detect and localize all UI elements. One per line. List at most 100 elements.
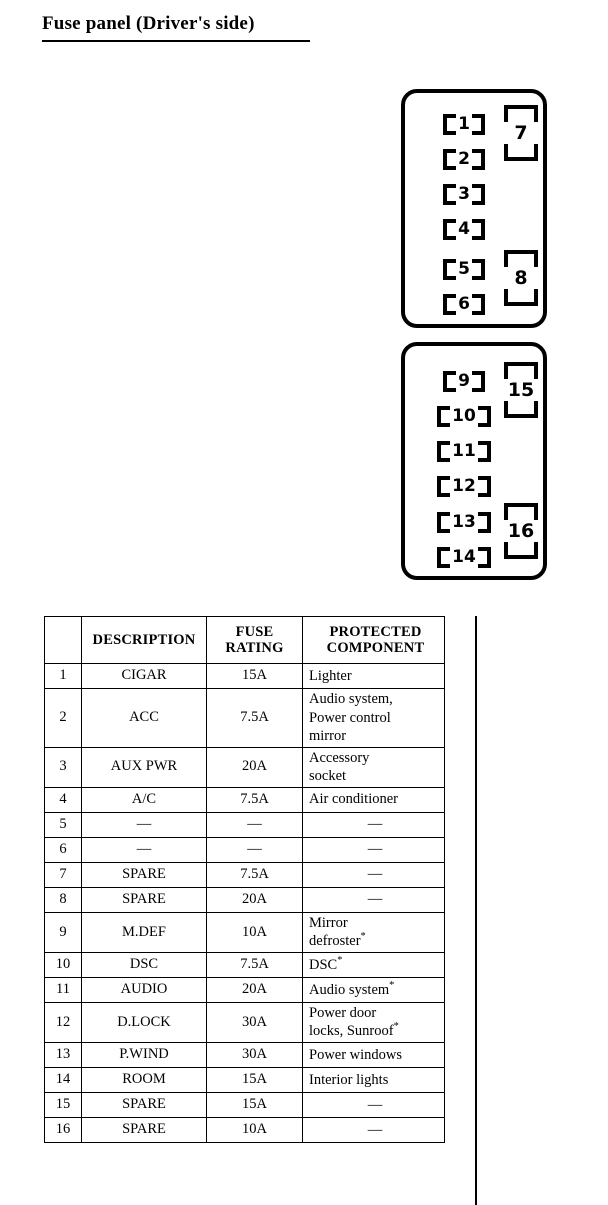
- cell-protected-component: Power windows: [302, 1041, 445, 1068]
- fuse-bracket-bottom-icon: [504, 144, 538, 161]
- cell-fuse-number: 16: [44, 1116, 82, 1143]
- fuse-number-5: 5: [458, 258, 470, 279]
- fuse-number-11: 11: [452, 440, 476, 461]
- fuse-number-16: 16: [507, 520, 535, 542]
- cell-fuse-number: 2: [44, 688, 82, 748]
- fuse-bracket-right-icon: [471, 218, 485, 240]
- cell-fuse-number: 7: [44, 861, 82, 888]
- fuse-bracket-left-icon: [443, 183, 457, 205]
- cell-fuse-rating: 10A: [206, 911, 303, 953]
- cell-fuse-rating: —: [206, 836, 303, 863]
- fuse-bracket-right-icon: [477, 405, 491, 427]
- cell-description: ROOM: [81, 1066, 207, 1093]
- fuse-bracket-right-icon: [471, 148, 485, 170]
- fuse-slot-16[interactable]: 16: [501, 503, 541, 559]
- fuse-slot-1[interactable]: 1: [436, 111, 492, 137]
- fuse-bracket-left-icon: [443, 148, 457, 170]
- page-column-rule: [475, 616, 477, 1205]
- cell-fuse-number: 3: [44, 746, 82, 788]
- cell-protected-component: —: [302, 886, 445, 913]
- header-description: DESCRIPTION: [81, 616, 207, 664]
- fuse-bracket-right-icon: [477, 511, 491, 533]
- cell-protected-component: Air conditioner: [302, 786, 445, 813]
- fuse-bracket-left-icon: [437, 475, 451, 497]
- fuse-number-14: 14: [452, 546, 476, 567]
- fuse-slot-2[interactable]: 2: [436, 146, 492, 172]
- fuse-slot-7[interactable]: 7: [501, 105, 541, 161]
- fuse-number-15: 15: [507, 379, 535, 401]
- cell-description: CIGAR: [81, 663, 207, 689]
- footnote-asterisk: *: [337, 954, 343, 966]
- table-row: 6———: [44, 836, 445, 863]
- footnote-asterisk: *: [360, 931, 366, 943]
- fuse-bracket-right-icon: [477, 440, 491, 462]
- cell-fuse-number: 8: [44, 886, 82, 913]
- fuse-number-3: 3: [458, 183, 470, 204]
- fuse-bracket-left-icon: [443, 258, 457, 280]
- header-protected-component-line2: COMPONENT: [326, 640, 425, 656]
- header-fuse-rating: FUSE RATING: [206, 616, 303, 664]
- fuse-box-upper-diagram: 1 2 3 4 5 6 7 8: [401, 89, 547, 328]
- header-number: [44, 616, 82, 664]
- fuse-slot-9[interactable]: 9: [436, 368, 492, 394]
- header-protected-component: PROTECTED COMPONENT: [302, 616, 445, 664]
- fuse-slot-13[interactable]: 13: [433, 509, 495, 535]
- fuse-slot-15[interactable]: 15: [501, 362, 541, 418]
- header-fuse-rating-line2: RATING: [225, 640, 284, 656]
- fuse-bracket-left-icon: [443, 370, 457, 392]
- cell-protected-component: Audio system*: [302, 976, 445, 1003]
- fuse-slot-11[interactable]: 11: [433, 438, 495, 464]
- fuse-slot-3[interactable]: 3: [436, 181, 492, 207]
- fuse-bracket-left-icon: [443, 113, 457, 135]
- cell-protected-component: —: [302, 861, 445, 888]
- cell-fuse-number: 15: [44, 1091, 82, 1118]
- cell-fuse-rating: 30A: [206, 1041, 303, 1068]
- table-header-row: DESCRIPTION FUSE RATING PROTECTED COMPON…: [44, 616, 445, 664]
- cell-fuse-number: 9: [44, 911, 82, 953]
- fuse-number-7: 7: [514, 122, 528, 144]
- cell-fuse-rating: 7.5A: [206, 951, 303, 978]
- fuse-slot-10[interactable]: 10: [433, 403, 495, 429]
- fuse-number-1: 1: [458, 113, 470, 134]
- fuse-slot-4[interactable]: 4: [436, 216, 492, 242]
- fuse-bracket-left-icon: [443, 293, 457, 315]
- fuse-number-4: 4: [458, 218, 470, 239]
- cell-protected-component: Lighter: [302, 663, 445, 689]
- cell-description: A/C: [81, 786, 207, 813]
- fuse-slot-6[interactable]: 6: [436, 291, 492, 317]
- fuse-number-10: 10: [452, 405, 476, 426]
- fuse-slot-8[interactable]: 8: [501, 250, 541, 306]
- cell-fuse-rating: 7.5A: [206, 688, 303, 748]
- fuse-bracket-right-icon: [471, 183, 485, 205]
- cell-protected-component: —: [302, 836, 445, 863]
- fuse-bracket-left-icon: [437, 511, 451, 533]
- cell-description: AUX PWR: [81, 746, 207, 788]
- cell-description: ACC: [81, 688, 207, 748]
- footnote-asterisk: *: [393, 1021, 399, 1033]
- fuse-bracket-right-icon: [471, 258, 485, 280]
- fuse-slot-5[interactable]: 5: [436, 256, 492, 282]
- fuse-number-8: 8: [514, 267, 528, 289]
- fuse-slot-12[interactable]: 12: [433, 473, 495, 499]
- footnote-asterisk: *: [389, 979, 395, 991]
- cell-protected-component: —: [302, 811, 445, 838]
- fuse-slot-14[interactable]: 14: [433, 544, 495, 570]
- cell-fuse-rating: —: [206, 811, 303, 838]
- cell-description: SPARE: [81, 1091, 207, 1118]
- fuse-bracket-left-icon: [437, 440, 451, 462]
- cell-fuse-rating: 10A: [206, 1116, 303, 1143]
- cell-fuse-number: 13: [44, 1041, 82, 1068]
